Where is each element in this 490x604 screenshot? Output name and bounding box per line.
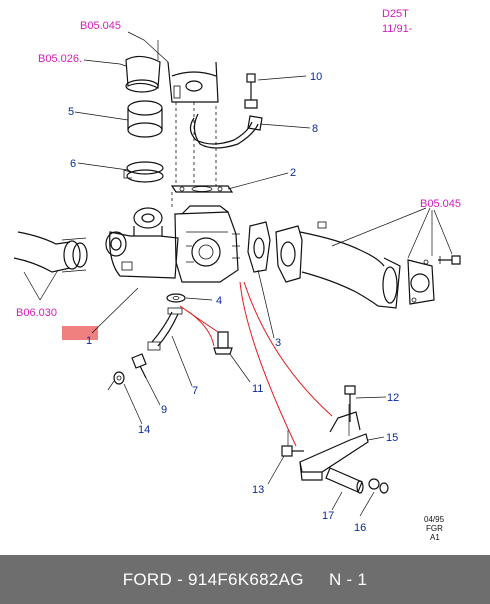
callout-b05026: B05.026.: [38, 53, 82, 65]
footer-bar: FORD - 914F6K682AG N - 1: [0, 555, 490, 604]
red-leader-lines: [179, 281, 333, 447]
stamp-code: FGR: [426, 524, 443, 533]
nut-16: [368, 478, 389, 494]
stamp-date: 04/95: [424, 515, 445, 524]
callout-4: 4: [216, 295, 222, 307]
callout-12: 12: [387, 392, 399, 404]
gasket-2: [170, 185, 234, 193]
callout-b05045-right: B05.045: [420, 198, 461, 210]
bolt-10: [244, 73, 258, 109]
callout-6: 6: [70, 158, 76, 170]
callout-10: 10: [310, 71, 322, 83]
washer-4: [166, 293, 186, 303]
callout-b05045-top: B05.045: [80, 20, 121, 32]
footer-part-number: FORD - 914F6K682AG: [122, 569, 304, 589]
hose-clamp-6: [123, 161, 164, 183]
callout-13: 13: [252, 484, 264, 496]
bolt-b05045-right: [438, 255, 461, 265]
bolt-12: [344, 385, 356, 422]
oil-return-pipe-7: [147, 307, 183, 351]
footer-page: N - 1: [328, 569, 368, 589]
callout-2: 2: [290, 167, 296, 179]
sleeve-17: [325, 467, 364, 494]
callout-16: 16: [354, 522, 366, 534]
callout-14: 14: [138, 424, 150, 436]
exhaust-pipe: [275, 221, 435, 309]
callout-15: 15: [386, 432, 398, 444]
date-range: 11/91-: [382, 23, 413, 35]
exhaust-bracket-top: [167, 61, 219, 103]
callout-5: 5: [68, 106, 74, 118]
callout-17: 17: [322, 510, 334, 522]
callout-3: 3: [275, 337, 281, 349]
leader-lines: [23, 31, 453, 517]
banjo-bolt-11: [213, 331, 233, 355]
gasket-3: [247, 221, 271, 273]
bolt-13: [281, 445, 304, 457]
oil-pipe-8: [189, 113, 263, 149]
exploded-parts-diagram: D25T 11/91-: [13, 8, 461, 542]
stamp-sheet: A1: [430, 533, 440, 542]
footer-spacer: [304, 570, 329, 590]
callout-b06030: B06.030: [16, 307, 57, 319]
turbocharger-1: [105, 205, 240, 283]
callout-1: 1: [86, 335, 92, 347]
intake-pipe-top: [125, 55, 161, 93]
engine-code: D25T: [382, 8, 409, 20]
callout-11: 11: [252, 383, 263, 395]
bracket-15: [299, 411, 369, 481]
hose-connector-5: [127, 100, 163, 138]
highlight-box: [62, 326, 98, 340]
callout-9: 9: [161, 404, 167, 416]
callout-7: 7: [192, 385, 198, 397]
callout-8: 8: [312, 123, 318, 135]
intake-hose-b06030: [13, 231, 88, 273]
washer-14: [113, 371, 125, 385]
